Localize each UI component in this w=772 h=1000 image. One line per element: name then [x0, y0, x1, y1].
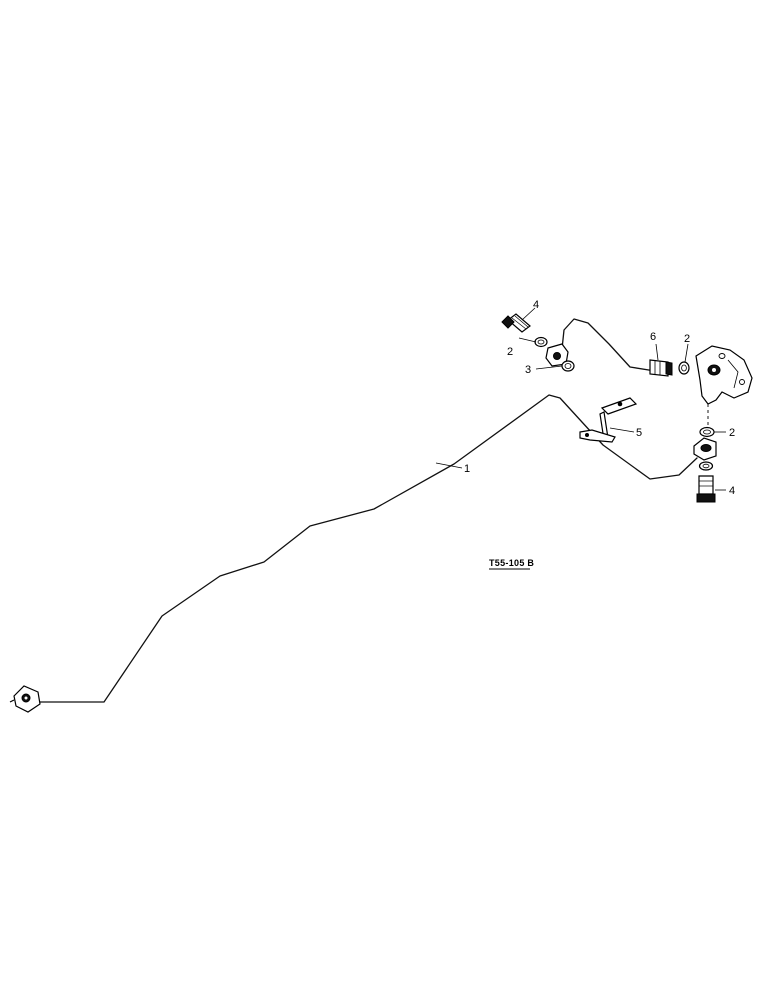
callout-3: 3 — [525, 364, 531, 376]
sealing-ring-3 — [561, 360, 575, 372]
callout-2-lower: 2 — [729, 427, 735, 439]
callout-4-upper: 4 — [533, 299, 539, 311]
sealing-washer-2-upper-left — [534, 336, 548, 348]
callout-1: 1 — [464, 463, 470, 475]
callout-4-lower: 4 — [729, 485, 735, 497]
sealing-washer-2-lower — [699, 426, 715, 438]
valve-housing — [695, 345, 753, 405]
upper-short-pipe — [554, 311, 658, 372]
left-end-fitting — [9, 685, 41, 713]
callout-2-upper-right: 2 — [684, 333, 690, 345]
callout-6: 6 — [650, 331, 656, 343]
main-pipe — [29, 387, 698, 703]
leader-lines — [435, 307, 726, 491]
pipe-support-bracket — [579, 397, 638, 443]
banjo-bolt-4-upper — [501, 313, 531, 333]
banjo-bolt-4-lower — [696, 475, 716, 503]
figure-ref-text: T55-105 B — [489, 558, 534, 568]
sealing-washer-lower — [698, 461, 714, 471]
callout-5: 5 — [636, 427, 642, 439]
connector-6 — [649, 359, 673, 377]
figure-reference: T55-105 B — [489, 558, 534, 570]
banjo-fitting-upper — [545, 343, 569, 367]
sealing-washer-2-upper-right — [678, 361, 690, 375]
callout-2-upper-left: 2 — [507, 346, 513, 358]
banjo-fitting-lower — [693, 437, 717, 461]
